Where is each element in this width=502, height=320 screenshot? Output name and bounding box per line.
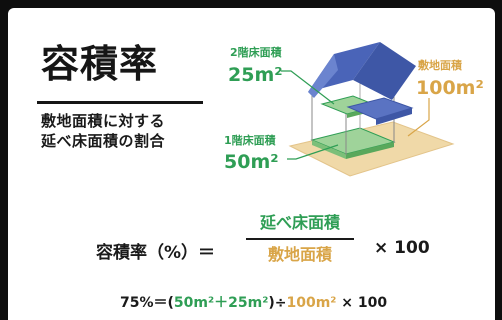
roof-right <box>353 42 416 100</box>
page-title: 容積率 <box>41 42 159 86</box>
example-plus: ＋ <box>214 295 229 311</box>
roof-gable <box>308 54 338 98</box>
example-floor2: 25m² <box>228 295 269 311</box>
formula-fraction: 延べ床面積 敷地面積 <box>240 212 360 266</box>
example-floor1: 50m² <box>173 295 215 311</box>
title-underline <box>37 101 203 104</box>
formula-denominator: 敷地面積 <box>267 245 332 264</box>
floor1-label: 1階床面積 <box>224 133 277 147</box>
example-result: 75% <box>120 295 154 311</box>
example-calculation: 75%＝(50m²＋25m²)÷100m² × 100 <box>120 292 387 312</box>
floor2-label: 2階床面積 <box>230 45 283 59</box>
subtitle-line-1: 敷地面積に対する <box>41 112 166 130</box>
floor1-slab-side <box>312 140 346 159</box>
leader-floor2 <box>281 70 335 105</box>
floor1-slab-front <box>346 142 394 159</box>
floor2-value: 25m² <box>228 64 283 86</box>
formula-multiplier: × 100 <box>374 238 430 258</box>
example-mult: × 100 <box>341 295 388 311</box>
example-close-div: )÷ <box>268 295 287 311</box>
infographic-card: 容積率 敷地面積に対する 延べ床面積の割合 2階床面積 25m² <box>8 8 495 320</box>
site-label: 敷地面積 <box>418 58 463 72</box>
house-diagram: 2階床面積 25m² 1階床面積 50m² 敷地面積 100m² <box>224 42 484 177</box>
site-value: 100m² <box>416 77 484 99</box>
subtitle-line-2: 延べ床面積の割合 <box>41 132 166 150</box>
upper-floor-band-front <box>376 108 412 125</box>
example-eq-open: ＝( <box>153 295 174 311</box>
fraction-bar <box>246 238 354 240</box>
example-site: 100m² <box>286 295 337 311</box>
leader-floor1 <box>287 144 339 160</box>
floor1-value: 50m² <box>224 151 279 173</box>
leader-site <box>407 98 430 137</box>
subtitle: 敷地面積に対する 延べ床面積の割合 <box>41 111 165 151</box>
formula-numerator: 延べ床面積 <box>259 213 340 232</box>
formula-lhs: 容積率（%）＝ <box>96 243 216 263</box>
